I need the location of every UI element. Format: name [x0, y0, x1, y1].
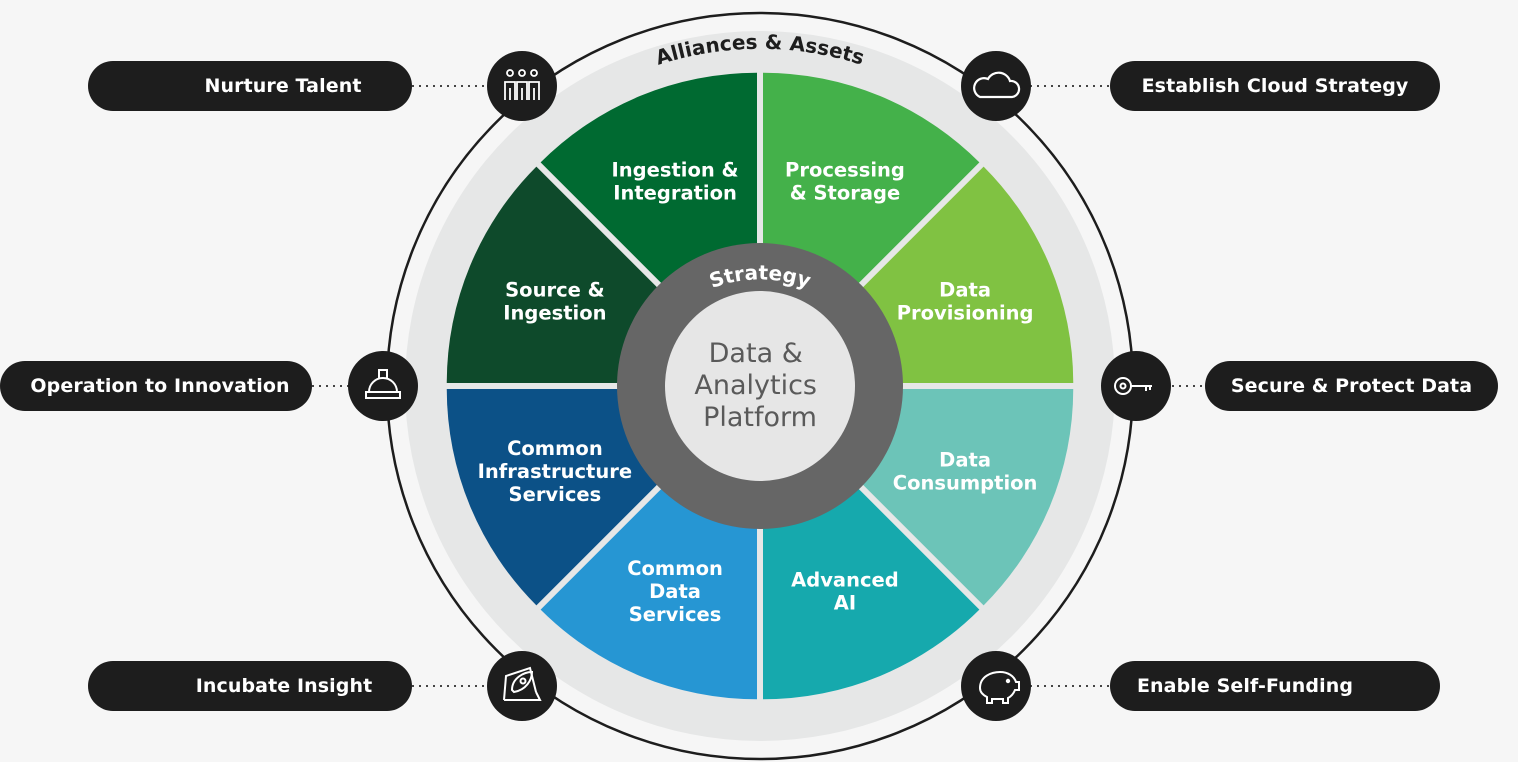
key-icon: [1114, 377, 1152, 395]
people-icon-badge[interactable]: [487, 51, 557, 121]
center-title-line: Analytics: [694, 370, 817, 401]
connector-lines: [312, 85, 1205, 687]
segment-label: Source &Ingestion: [503, 279, 606, 325]
piggy-bank-icon-badge[interactable]: [961, 651, 1031, 721]
segment-label-line: Advanced: [791, 569, 899, 592]
segment-label-line: Services: [629, 603, 722, 626]
segment-label-line: Common: [627, 557, 723, 580]
segment-label-line: Data: [939, 448, 991, 471]
segment-label: Processing& Storage: [785, 158, 905, 204]
pillar-label: Enable Self-Funding: [1136, 675, 1354, 697]
rocket-icon-badge[interactable]: [487, 651, 557, 721]
segment-label-line: Ingestion &: [612, 158, 739, 181]
center-title: Data & Analytics Platform: [694, 338, 825, 433]
segment-label-line: Services: [509, 483, 602, 506]
segment-label: Ingestion &Integration: [612, 158, 739, 204]
segment-label-line: Integration: [613, 181, 737, 204]
segment-label-line: Source &: [505, 279, 605, 302]
cloud-icon-badge[interactable]: [961, 51, 1031, 121]
people-icon: [504, 69, 540, 100]
segment-label-line: Common: [507, 437, 603, 460]
segment-label-line: Data: [649, 580, 701, 603]
center-title-line: Data &: [709, 338, 803, 369]
segment-label-line: Provisioning: [897, 302, 1034, 325]
pillar-label: Establish Cloud Strategy: [1141, 75, 1409, 97]
pillar-nurture-talent[interactable]: Nurture Talent: [88, 61, 412, 111]
piggy-bank-icon: [978, 670, 1020, 704]
pillar-incubate-insight[interactable]: Incubate Insight: [88, 661, 412, 711]
segment-label-line: & Storage: [790, 181, 901, 204]
center-title-line: Platform: [703, 402, 817, 433]
pillar-enable-self-funding[interactable]: Enable Self-Funding: [1110, 661, 1440, 711]
cloud-icon: [973, 71, 1021, 99]
pillar-label: Incubate Insight: [195, 675, 373, 697]
pillar-label: Secure & Protect Data: [1230, 375, 1473, 397]
rocket-icon: [503, 666, 542, 701]
pillar-establish-cloud-strategy[interactable]: Establish Cloud Strategy: [1110, 61, 1440, 111]
pillar-label: Nurture Talent: [204, 75, 362, 97]
segment-label-line: Consumption: [893, 471, 1038, 494]
segment-label-line: Infrastructure: [478, 460, 632, 483]
segment-label-line: Data: [939, 279, 991, 302]
hard-hat-icon-badge[interactable]: [348, 351, 418, 421]
pillar-label: Operation to Innovation: [30, 375, 290, 397]
center-circle: [665, 291, 855, 481]
segment-label-line: Ingestion: [503, 302, 606, 325]
pillar-operation-to-innovation[interactable]: Operation to Innovation: [0, 361, 312, 411]
segment-label-line: AI: [834, 592, 856, 615]
pillar-secure-protect-data[interactable]: Secure & Protect Data: [1205, 361, 1498, 411]
hard-hat-icon: [365, 369, 401, 399]
segment-label-line: Processing: [785, 158, 905, 181]
key-icon-badge[interactable]: [1101, 351, 1171, 421]
